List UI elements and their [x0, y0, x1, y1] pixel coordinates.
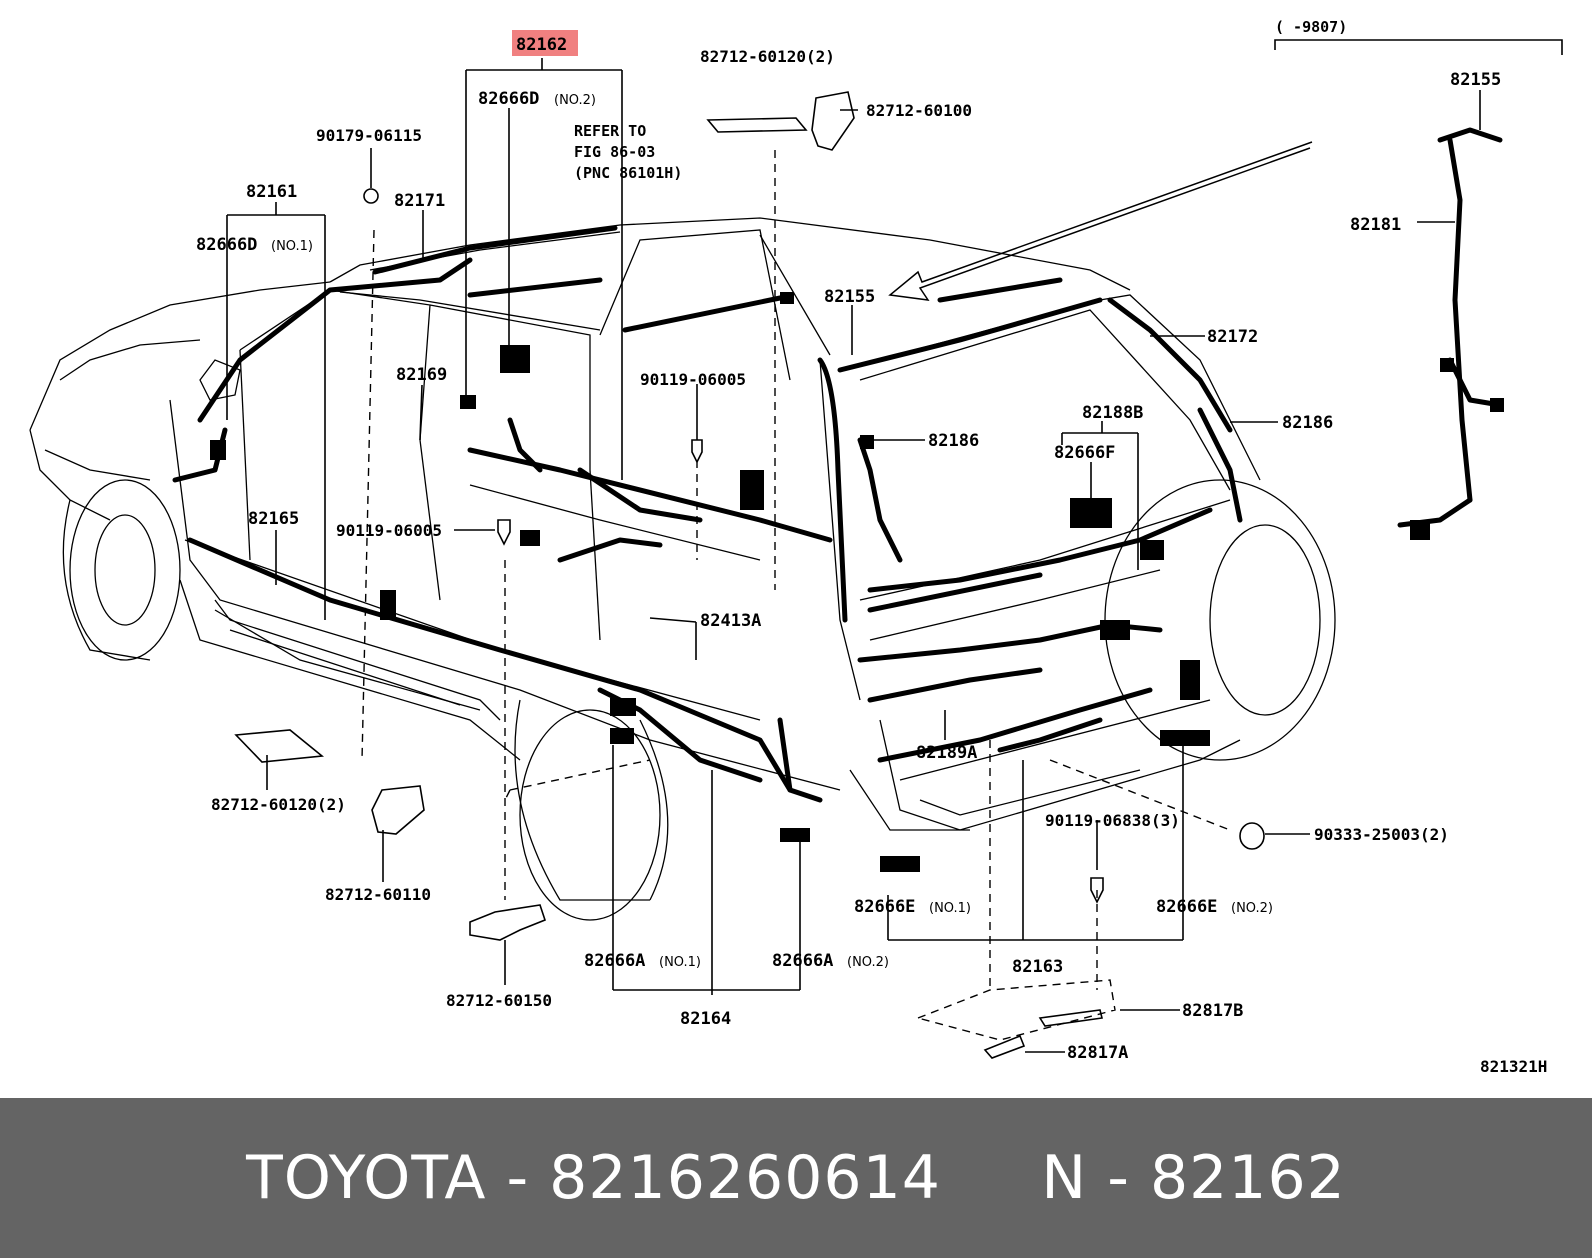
label-82161: 82161: [246, 182, 297, 202]
label-82169: 82169: [396, 365, 447, 385]
label-82666f: 82666F: [1054, 443, 1115, 463]
bolt-90119-b: [497, 519, 511, 546]
label-82186-b: 82186: [1282, 413, 1333, 433]
label-82181: 82181: [1350, 215, 1401, 235]
label-82817b: 82817B: [1182, 1001, 1243, 1021]
label-82712-60100: 82712-60100: [866, 101, 972, 120]
wire-harnesses: [172, 127, 1503, 803]
label-82712-60110: 82712-60110: [325, 885, 431, 904]
leader-lines: [226, 39, 1563, 1053]
label-82666a-no1: 82666A: [584, 951, 645, 971]
label-82186-a: 82186: [928, 431, 979, 451]
bracket-82817a: [983, 1034, 1026, 1059]
label-82666e-no1-suffix: (NO.1): [929, 901, 971, 916]
label-82172: 82172: [1207, 327, 1258, 347]
label-82155-mid: 82155: [824, 287, 875, 307]
bracket-82817b: [1038, 1009, 1103, 1027]
label-82712-60120-top: 82712-60120(2): [700, 47, 835, 66]
label-82163: 82163: [1012, 957, 1063, 977]
note-refer-line2: FIG 86-03: [574, 143, 655, 161]
footer-part-number: TOYOTA - 8216260614 N - 82162: [246, 1143, 1346, 1213]
label-82666d-no2-suffix: (NO.2): [554, 93, 596, 108]
connectors: [210, 292, 1504, 872]
label-82155-top: 82155: [1450, 70, 1501, 90]
note-refer-line3: (PNC 86101H): [574, 164, 682, 182]
detached-parts: [234, 91, 1313, 1059]
arrow: [888, 141, 1313, 301]
clip-82712-60110: [371, 785, 425, 835]
label-82171: 82171: [394, 191, 445, 211]
nut-90179: [363, 188, 379, 204]
callout-labels: 82162 82666D (NO.2) REFER TO FIG 86-03 (…: [196, 18, 1547, 1076]
label-82817a: 82817A: [1067, 1043, 1128, 1063]
label-82189a: 82189A: [916, 743, 977, 763]
label-82188b: 82188B: [1082, 403, 1143, 423]
label-82666e-no2: 82666E: [1156, 897, 1217, 917]
bolt-90119-06838: [1090, 877, 1104, 904]
label-82666e-no1: 82666E: [854, 897, 915, 917]
label-821321h: 821321H: [1480, 1057, 1547, 1076]
dashed-guides: [361, 150, 1231, 1041]
label-82666a-no2: 82666A: [772, 951, 833, 971]
bolt-90119-a: [691, 439, 703, 464]
label-90179-06115: 90179-06115: [316, 126, 422, 145]
label-82164: 82164: [680, 1009, 731, 1029]
clip-82712-60150: [469, 904, 546, 941]
label-82165: 82165: [248, 509, 299, 529]
label-82162: 82162: [516, 35, 567, 55]
label-82712-60120-bottom: 82712-60120(2): [211, 795, 346, 814]
clip-82712-60100: [811, 91, 855, 151]
note-refer-line1: REFER TO: [574, 122, 646, 140]
label-82666e-no2-suffix: (NO.2): [1231, 901, 1273, 916]
label-82666d-no1-suffix: (NO.1): [271, 239, 313, 254]
label-82666a-no1-suffix: (NO.1): [659, 955, 701, 970]
label-9807: ( -9807): [1275, 18, 1347, 36]
label-90119-06005-a: 90119-06005: [640, 370, 746, 389]
label-82666a-no2-suffix: (NO.2): [847, 955, 889, 970]
label-90333-25003: 90333-25003(2): [1314, 825, 1449, 844]
label-82666d-no1: 82666D: [196, 235, 257, 255]
label-82413a: 82413A: [700, 611, 761, 631]
label-82712-60150: 82712-60150: [446, 991, 552, 1010]
plug-90333: [1239, 822, 1265, 850]
tape-bottom: [234, 729, 325, 763]
wiring-harness-diagram: 82162 82666D (NO.2) REFER TO FIG 86-03 (…: [29, 18, 1563, 1076]
label-90119-06838: 90119-06838(3): [1045, 811, 1180, 830]
label-82666d-no2: 82666D: [478, 89, 539, 109]
part-highlight: [512, 30, 578, 56]
footer-bar: TOYOTA - 8216260614 N - 82162: [0, 1098, 1592, 1258]
tape-top: [706, 117, 808, 133]
label-90119-06005-b: 90119-06005: [336, 521, 442, 540]
